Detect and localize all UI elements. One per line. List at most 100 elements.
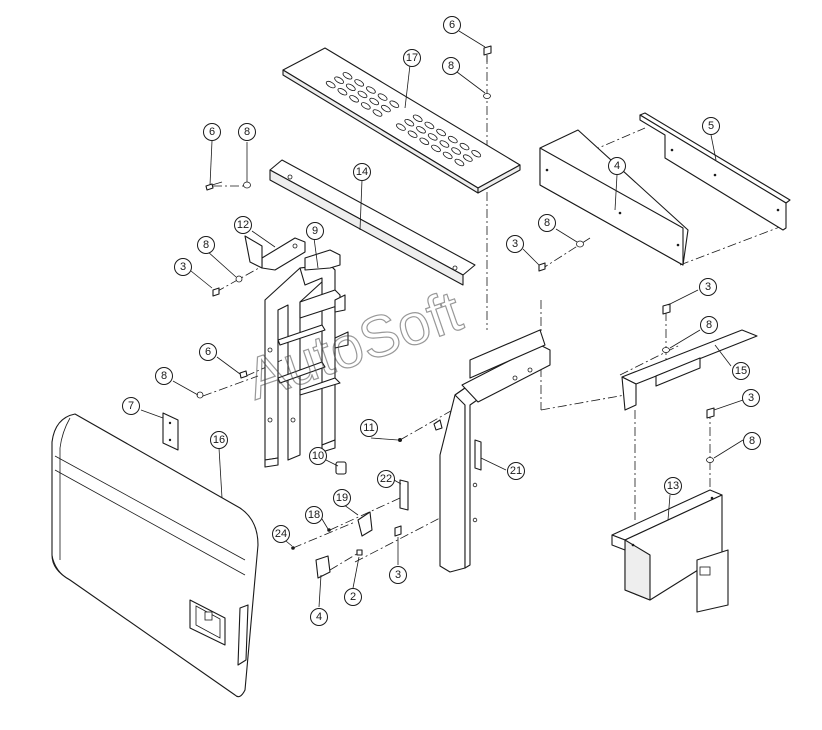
callout-9: 8 <box>155 367 173 385</box>
plate-slot <box>354 79 365 87</box>
callout-label: 19 <box>336 492 348 504</box>
plate-slot <box>389 100 400 108</box>
callout-16: 15 <box>732 362 750 380</box>
callout-label: 6 <box>205 346 211 358</box>
plate-slot <box>404 119 415 127</box>
callout-label: 8 <box>749 435 755 447</box>
plate-slot <box>381 104 391 113</box>
callout-7: 6 <box>199 343 217 361</box>
callout-4: 4 <box>310 608 328 626</box>
plate-slot <box>462 154 473 162</box>
top-plate-slots <box>325 72 482 167</box>
callout-3: 3 <box>699 278 717 296</box>
plate-slot <box>439 140 450 148</box>
callout-19: 19 <box>333 489 351 507</box>
callout-label: 7 <box>128 400 134 412</box>
plate-slot <box>451 147 461 155</box>
callout-11: 10 <box>309 447 327 465</box>
callout-18: 17 <box>403 49 421 67</box>
callout-5: 4 <box>608 157 626 175</box>
plate-slot <box>459 142 470 151</box>
plate-slot <box>357 90 368 99</box>
callout-10: 9 <box>306 222 324 240</box>
callout-label: 22 <box>380 473 392 485</box>
callout-label: 15 <box>735 365 747 377</box>
callout-3: 3 <box>742 389 760 407</box>
callout-9: 8 <box>538 214 556 232</box>
plate-slot <box>325 80 336 89</box>
callout-label: 4 <box>614 160 620 172</box>
front-door-panel <box>51 413 259 698</box>
callout-label: 8 <box>706 319 712 331</box>
hardware-pieces <box>196 45 715 579</box>
side-panel <box>539 129 689 266</box>
callout-label: 4 <box>316 611 322 623</box>
callout-label: 8 <box>203 239 209 251</box>
plate-slot <box>342 72 353 80</box>
hinge-bracket <box>621 329 758 411</box>
plate-slot <box>412 114 423 122</box>
callout-24: 24 <box>272 525 290 543</box>
callout-label: 8 <box>448 60 454 72</box>
plate-slot <box>416 126 426 134</box>
callout-label: 16 <box>213 434 225 446</box>
assembly-lines <box>202 55 786 571</box>
callout-17: 16 <box>210 431 228 449</box>
callout-13: 12 <box>234 216 252 234</box>
callout-label: 18 <box>308 509 320 521</box>
callout-9: 8 <box>442 57 460 75</box>
callout-label: 9 <box>312 225 318 237</box>
plate-slot <box>345 83 356 91</box>
callout-label: 24 <box>275 528 287 540</box>
callout-label: 11 <box>363 422 374 434</box>
perforated-top-plate <box>282 47 521 194</box>
leader-lines <box>140 30 744 608</box>
callout-label: 6 <box>209 126 215 138</box>
plate-slot <box>366 86 376 94</box>
plate-slot <box>431 144 441 153</box>
ladder-frame <box>264 249 349 468</box>
plate-slot <box>349 95 359 103</box>
plate-slot <box>427 133 438 141</box>
callout-3: 3 <box>174 258 192 276</box>
plate-slot <box>436 128 446 137</box>
plate-slot <box>454 158 465 167</box>
callout-label: 3 <box>512 238 518 250</box>
callout-15: 14 <box>353 163 371 181</box>
callout-label: 8 <box>544 217 550 229</box>
rear-frame-post <box>439 329 551 573</box>
callout-label: 8 <box>161 370 167 382</box>
callout-label: 12 <box>237 219 249 231</box>
plate-slot <box>377 93 388 101</box>
post-strip <box>474 439 482 471</box>
callout-12: 11 <box>360 419 378 437</box>
callout-23: 22 <box>377 470 395 488</box>
plate-slot <box>419 137 430 145</box>
callout-8: 7 <box>122 397 140 415</box>
callout-label: 14 <box>356 166 368 178</box>
plate-slot <box>334 76 344 84</box>
plate-slot <box>396 123 406 131</box>
callout-7: 6 <box>203 123 221 141</box>
callout-7: 6 <box>443 16 461 34</box>
angle-bar <box>269 159 476 286</box>
small-plate <box>162 412 179 451</box>
callout-9: 8 <box>743 432 761 450</box>
callout-6: 5 <box>702 117 720 135</box>
plate-slot <box>337 88 348 96</box>
angle-rail <box>639 112 791 231</box>
plate-slot <box>372 109 383 117</box>
callout-14: 13 <box>664 477 682 495</box>
callout-label: 3 <box>748 392 754 404</box>
callout-9: 8 <box>238 123 256 141</box>
small-bracket <box>244 235 306 271</box>
callout-label: 17 <box>406 52 418 64</box>
callout-2: 2 <box>344 588 362 606</box>
plate-slot <box>369 97 380 106</box>
bottom-box <box>611 489 729 613</box>
callout-label: 6 <box>449 19 455 31</box>
callout-label: 13 <box>667 480 679 492</box>
callout-label: 21 <box>510 465 522 477</box>
